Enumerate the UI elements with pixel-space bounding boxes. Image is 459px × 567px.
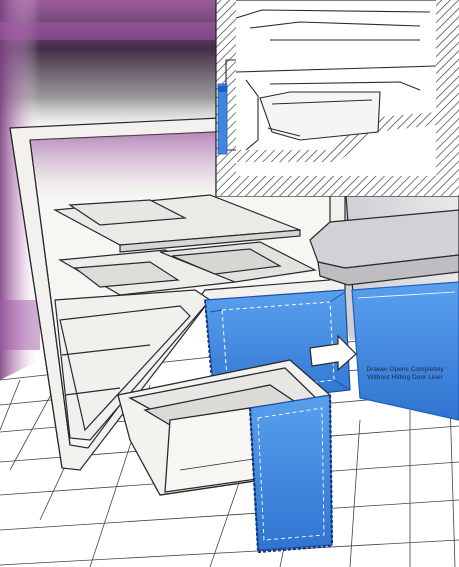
cross-section-inset — [216, 0, 459, 196]
callout-line-2: Without Hitting Door Liner — [367, 374, 443, 381]
callout-line-1: Drawer Opens Completely — [366, 366, 443, 373]
